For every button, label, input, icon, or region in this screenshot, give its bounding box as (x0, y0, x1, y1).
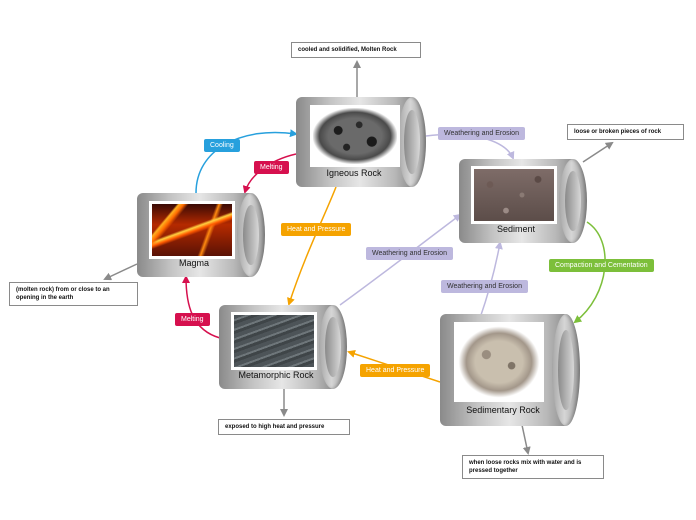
connector-sedimentary-note (521, 424, 531, 455)
note-metamorphic: exposed to high heat and pressure (218, 419, 350, 435)
arrow-weathering-mid (339, 213, 462, 306)
node-metamorphic-rock[interactable]: Metamorphic Rock (219, 305, 347, 389)
label-weathering-bottom: Weathering and Erosion (441, 280, 528, 293)
note-sedimentary: when loose rocks mix with water and is p… (462, 455, 604, 479)
label-weathering-top: Weathering and Erosion (438, 127, 525, 140)
label-compaction: Compaction and Cementation (549, 259, 654, 272)
arrow-melting-bottom (182, 275, 221, 339)
connector-sediment-note (582, 141, 614, 163)
node-sediment[interactable]: Sediment (459, 159, 587, 243)
label-heat-pressure-bottom: Heat and Pressure (360, 364, 431, 377)
sedimentary-rock-image (454, 322, 544, 402)
label-melting-top: Melting (254, 161, 289, 174)
sedimentary-rock-label: Sedimentary Rock (466, 405, 540, 415)
igneous-rock-image (310, 105, 400, 167)
arrow-heat-pressure-top (287, 186, 337, 306)
cylinder-cap (319, 305, 347, 389)
note-magma: (molten rock) from or close to an openin… (9, 282, 138, 306)
note-sediment: loose or broken pieces of rock (567, 124, 684, 140)
connector-magma-note (103, 263, 138, 281)
igneous-rock-label: Igneous Rock (326, 168, 382, 178)
node-igneous-rock[interactable]: Igneous Rock (296, 97, 426, 187)
sediment-image (471, 166, 557, 224)
metamorphic-rock-label: Metamorphic Rock (238, 370, 314, 380)
label-melting-bottom: Melting (175, 313, 210, 326)
cylinder-cap (559, 159, 587, 243)
label-cooling: Cooling (204, 139, 240, 152)
note-igneous: cooled and solidified, Molten Rock (291, 42, 421, 58)
label-weathering-mid: Weathering and Erosion (366, 247, 453, 260)
cylinder-cap (552, 314, 580, 426)
sediment-label: Sediment (496, 224, 536, 234)
magma-image (149, 201, 235, 259)
label-heat-pressure-top: Heat and Pressure (281, 223, 352, 236)
magma-label: Magma (178, 258, 209, 268)
node-sedimentary-rock[interactable]: Sedimentary Rock (440, 314, 580, 426)
metamorphic-rock-image (231, 312, 317, 370)
node-magma[interactable]: Magma (137, 193, 265, 277)
cylinder-cap (398, 97, 426, 187)
cylinder-cap (237, 193, 265, 277)
